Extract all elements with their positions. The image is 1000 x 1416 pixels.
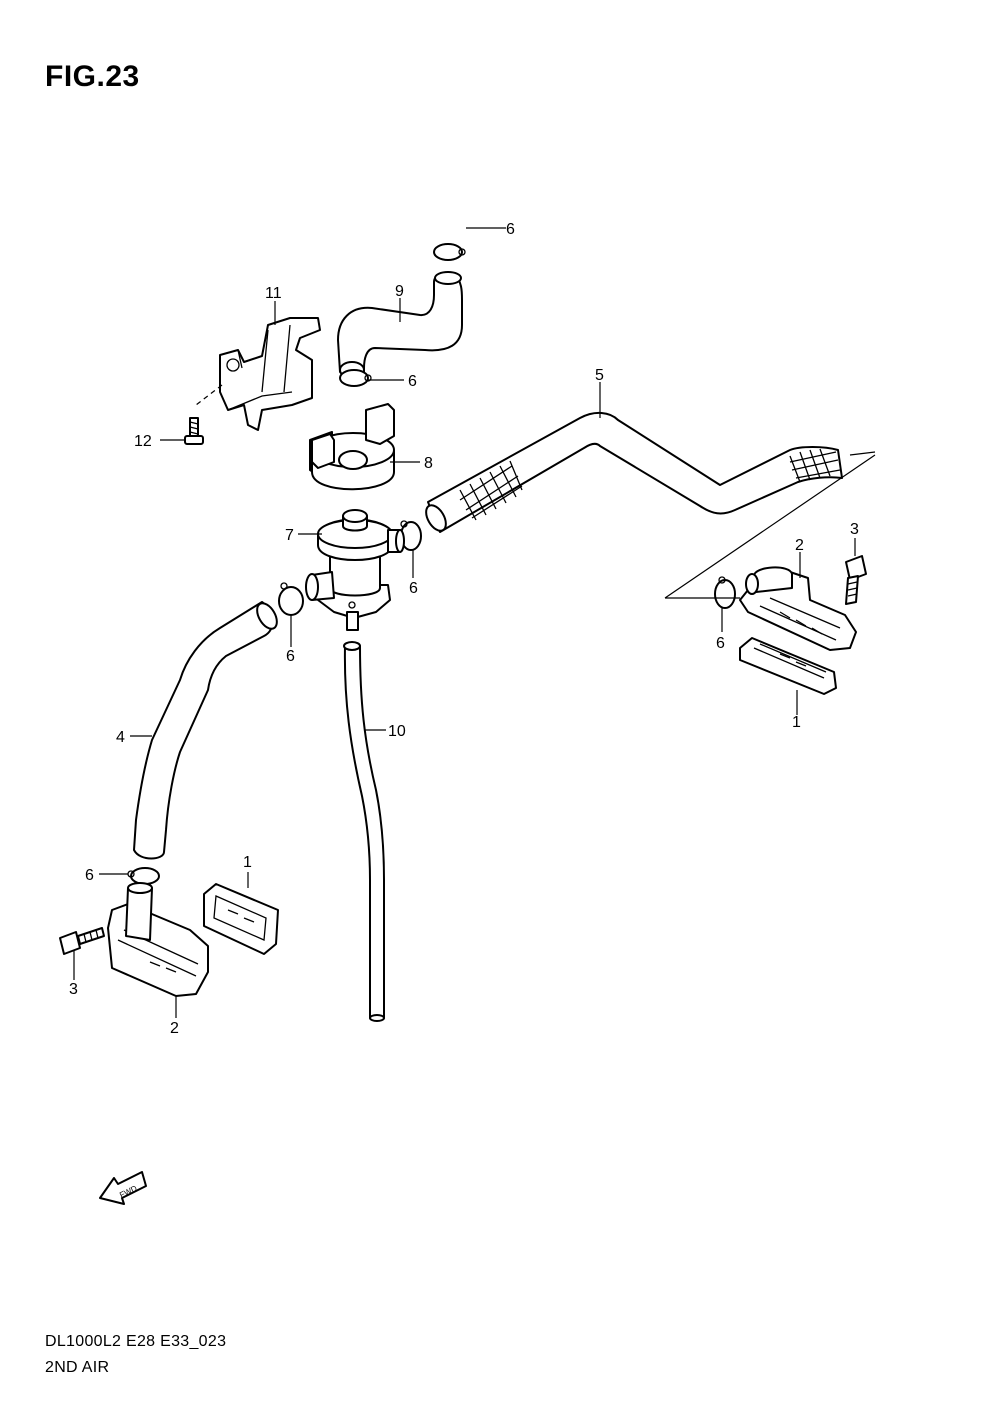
callout-7: 7 (285, 527, 294, 544)
reed-valve-part-7[interactable] (305, 509, 405, 631)
callout-1: 1 (792, 714, 801, 731)
callout-4: 4 (116, 729, 125, 746)
callout-11: 11 (265, 285, 282, 302)
callout-12: 12 (134, 433, 152, 450)
clamp-part-6-top[interactable] (433, 243, 466, 261)
callout-6: 6 (716, 635, 725, 652)
clamp-part-6-left-cover[interactable] (127, 867, 160, 885)
callout-5: 5 (595, 367, 604, 384)
callout-6: 6 (506, 221, 515, 238)
hose-part-10[interactable] (343, 641, 385, 1022)
hose-part-5[interactable] (422, 412, 876, 599)
hose-braid-left (459, 460, 523, 521)
reed-cover-part-2-left[interactable] (107, 882, 209, 997)
hose-part-4[interactable] (133, 600, 281, 860)
bracket-part-11[interactable] (195, 317, 321, 431)
callout-6: 6 (409, 580, 418, 597)
callout-2: 2 (795, 537, 804, 554)
figure-title: FIG.23 (45, 60, 140, 93)
gasket-part-1-left[interactable] (203, 883, 279, 955)
callout-6: 6 (408, 373, 417, 390)
bolt-part-3-left[interactable] (59, 927, 105, 955)
callout-1: 1 (243, 854, 252, 871)
reed-cover-part-2-right[interactable] (739, 566, 857, 651)
gasket-part-1-right[interactable] (739, 637, 837, 695)
clamp-part-6-valve-left[interactable] (278, 582, 304, 616)
callout-3: 3 (69, 981, 78, 998)
screw-part-12[interactable] (184, 417, 204, 445)
callout-10: 10 (388, 723, 406, 740)
callout-2: 2 (170, 1020, 179, 1037)
callout-9: 9 (395, 283, 404, 300)
bolt-part-3-right[interactable] (845, 555, 867, 605)
clamp-part-6-right-cover[interactable] (714, 576, 736, 609)
model-code: DL1000L2 E28 E33_023 (45, 1333, 227, 1350)
callout-8: 8 (424, 455, 433, 472)
clamp-part-6-mid[interactable] (339, 369, 372, 387)
callout-6: 6 (286, 648, 295, 665)
callout-labels: 6 6 11 9 5 8 12 7 6 6 2 3 6 1 4 10 1 6 3… (69, 221, 859, 1037)
callout-3: 3 (850, 521, 859, 538)
hose-braid-right (789, 448, 841, 483)
section-name: 2ND AIR (45, 1359, 110, 1376)
fwd-arrow-icon: FWD (99, 1171, 147, 1205)
rubber-mount-part-8[interactable] (309, 403, 395, 491)
callout-leaders (73, 227, 856, 1018)
callout-6: 6 (85, 867, 94, 884)
